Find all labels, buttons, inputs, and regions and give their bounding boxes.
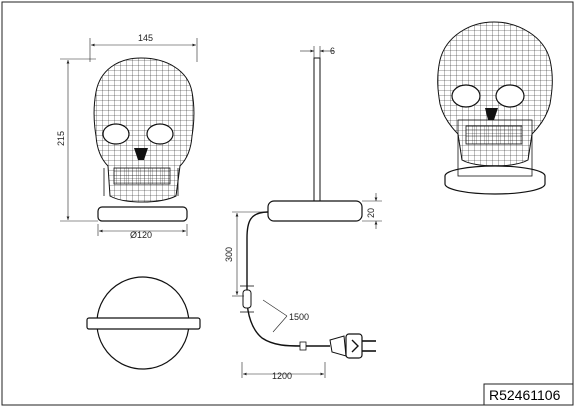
skull-left-eye [102,123,130,145]
cable-switch [242,289,252,309]
top-view [86,276,201,370]
skull-right-eye [146,123,174,145]
side-view: 6 20 300 1500 1200 [224,46,382,381]
top-view-base-bar [86,317,201,330]
product-code: R52461106 [489,387,561,403]
power-cable [246,211,330,347]
dim-base-height: 20 [366,208,376,218]
front-base [97,206,188,222]
plug-head [345,333,363,359]
dim-stem-length: 300 [224,247,234,262]
skull-perspective-right-eye [495,84,525,108]
dim-cable-length: 1500 [289,312,309,322]
side-stem [313,57,321,202]
dim-stem-width: 6 [330,46,335,56]
perspective-view [437,21,553,195]
dim-plug-distance: 1200 [272,371,292,381]
dim-width: 145 [138,33,153,43]
skull-teeth [113,167,171,185]
title-block: R52461106 [483,383,574,406]
skull-front [93,57,195,203]
skull-perspective-left-eye [451,84,481,108]
dim-height: 215 [56,131,66,146]
skull-nose [134,148,148,160]
plug-body [329,335,347,357]
side-base [267,200,363,222]
front-view: 145 215 Ø120 [56,33,198,240]
dim-base-diameter: Ø120 [130,230,152,240]
